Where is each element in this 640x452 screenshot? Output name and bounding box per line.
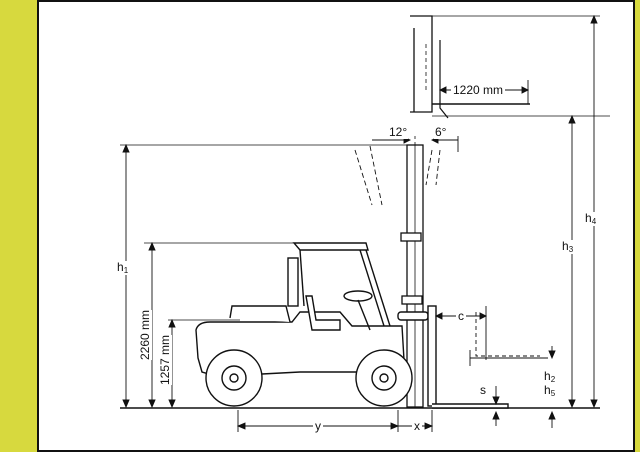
h5-label: h5: [544, 383, 556, 398]
tilt-forward-label: 6°: [434, 125, 448, 139]
mast-lowered: [400, 135, 424, 408]
s-dimension: [492, 386, 500, 426]
c-label: c: [456, 309, 466, 323]
fork-length-label: 1220 mm: [451, 83, 506, 97]
tilt-back-label: 12°: [388, 125, 409, 139]
h3-dimension: [568, 114, 576, 409]
fork-lowered: [469, 312, 548, 366]
h3-label: h3: [562, 239, 574, 254]
mast-extended: [410, 15, 610, 119]
y-label: y: [313, 419, 323, 433]
h4-dimension: [590, 14, 598, 409]
s-label: s: [480, 383, 486, 397]
h2-label: h2: [544, 369, 556, 384]
seat-height-label: 1257 mm: [158, 334, 172, 385]
overall-height-dimension: [148, 241, 156, 409]
h1-label: h1: [117, 260, 129, 275]
h2-h5-dimension: [548, 346, 600, 428]
c-dimension: [434, 306, 488, 360]
x-label: x: [412, 419, 422, 433]
h4-label: h4: [585, 211, 597, 226]
overall-height-label: 2260 mm: [138, 309, 152, 360]
y-x-dimension: [236, 410, 434, 432]
h1-dimension: [122, 143, 130, 409]
forklift-body: [195, 242, 509, 409]
diagram-panel: [37, 0, 635, 452]
seat-height-dimension: [168, 318, 176, 409]
